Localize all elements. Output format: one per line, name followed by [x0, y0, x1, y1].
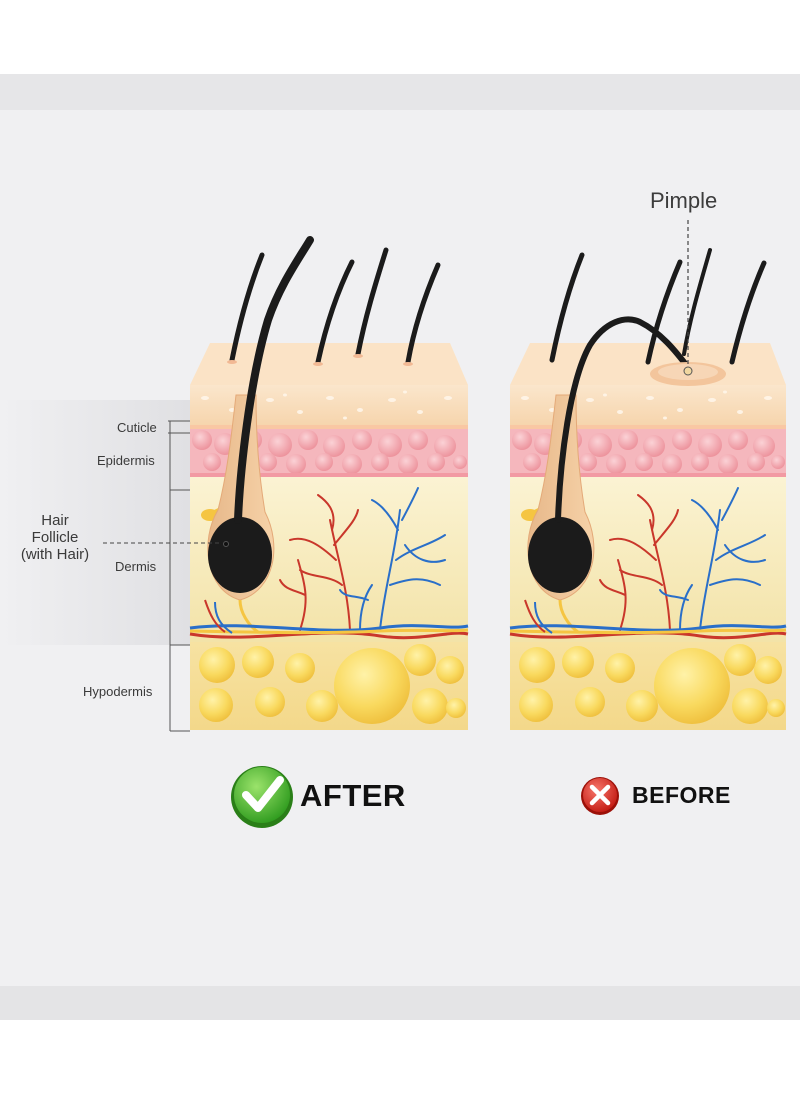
bottom-band	[0, 986, 800, 1020]
epidermis-label: Epidermis	[97, 453, 155, 468]
skin-block-after	[189, 236, 469, 730]
check-circle-icon	[231, 766, 293, 828]
dermis-label: Dermis	[115, 559, 157, 574]
cuticle-label: Cuticle	[117, 420, 157, 435]
left-shade	[0, 400, 190, 645]
skin-block-before	[509, 220, 787, 730]
top-band	[0, 74, 800, 110]
hair-follicle-label: Hair Follicle (with Hair)	[6, 512, 104, 563]
pimple-label: Pimple	[650, 188, 718, 213]
hair-follicle-label-line2: Follicle	[31, 529, 79, 546]
after-label: AFTER	[300, 778, 406, 813]
hair-follicle-label-line3: (with Hair)	[20, 546, 90, 563]
before-label: BEFORE	[632, 782, 731, 808]
layer-brackets	[103, 420, 222, 732]
hair-follicle-label-line1: Hair	[41, 512, 69, 529]
hypodermis-label: Hypodermis	[83, 684, 153, 699]
cross-circle-icon	[581, 777, 619, 815]
